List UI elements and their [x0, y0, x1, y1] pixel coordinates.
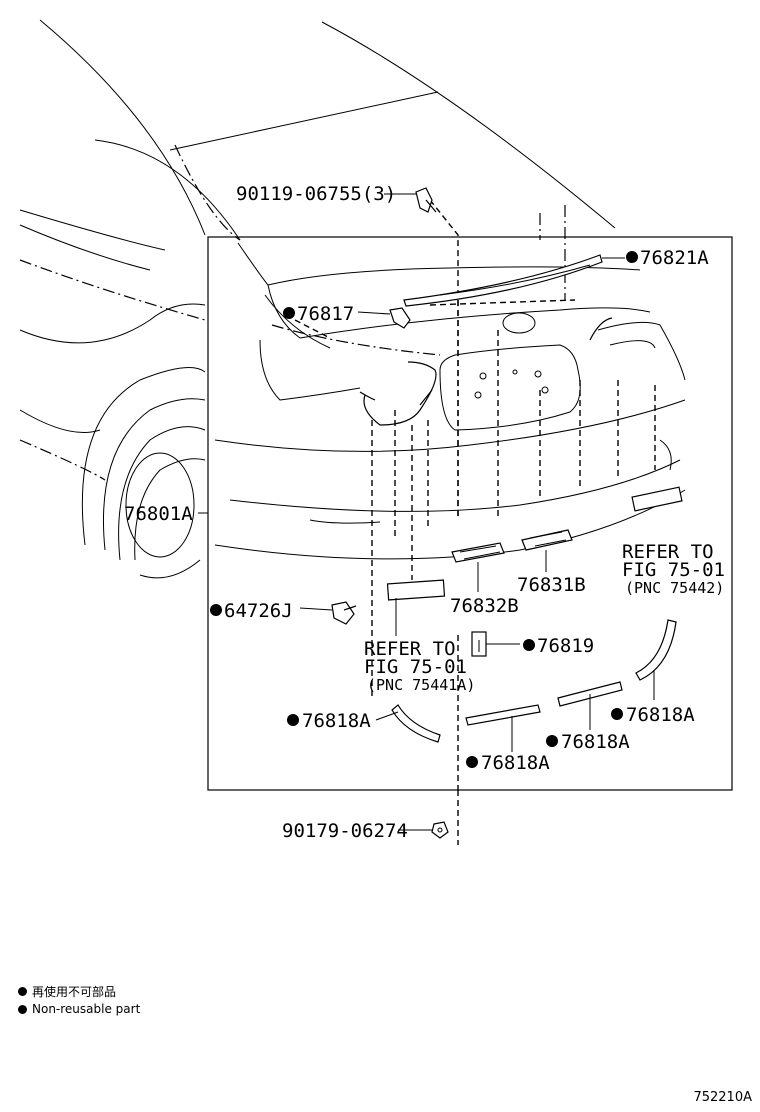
label-76831B: 76831B: [517, 574, 586, 596]
label-76832B: 76832B: [450, 595, 519, 617]
label-76817: 76817: [297, 303, 354, 325]
bracket-76832B-part: [451, 542, 505, 563]
ref-left-line1: REFER TO: [364, 638, 456, 660]
ref-left-line2: FIG 75-01: [364, 656, 467, 678]
clip-76817-part: [389, 307, 411, 329]
label-76818A-mid: 76818A: [561, 731, 630, 753]
ref-right-line2: FIG 75-01: [622, 559, 725, 581]
legend-dot-icon: [18, 986, 27, 996]
moulding-76818A-side-part: [635, 619, 677, 681]
bolt-90119-icon: [415, 187, 437, 213]
legend-row-en: Non-reusable part: [18, 1000, 140, 1018]
plate-76819-part: [471, 631, 487, 657]
screw-guide-line: [429, 199, 459, 520]
ref-left-line3: (PNC 75441A): [367, 676, 475, 694]
reflector-left-part: [386, 579, 446, 601]
assembly-guide-lines: [294, 299, 656, 790]
car-body-outline: [19, 19, 616, 579]
ref-right-line1: REFER TO: [622, 541, 714, 563]
garnish-76821A-part: [403, 254, 603, 307]
legend: 再使用不可部品 Non-reusable part: [18, 982, 140, 1018]
moulding-76818A-center-part: [465, 704, 541, 726]
label-90119-06755: 90119-06755(3): [236, 183, 396, 205]
reflector-right-part: [631, 486, 683, 512]
label-64726J: 64726J: [224, 600, 293, 622]
label-76821A: 76821A: [640, 247, 709, 269]
clip-64726J-part: [331, 601, 357, 625]
moulding-76818A-left-part: [391, 704, 441, 743]
figure-code: 752210A: [693, 1090, 752, 1105]
legend-text-en: Non-reusable part: [32, 1002, 141, 1016]
label-90179-06274: 90179-06274: [282, 820, 408, 842]
legend-text-jp: 再使用不可部品: [32, 984, 117, 999]
legend-dot-icon: [18, 1004, 27, 1014]
label-76818A-right: 76818A: [626, 704, 695, 726]
label-76818A-left: 76818A: [302, 710, 371, 732]
nut-90179-icon: [431, 821, 449, 839]
non-reusable-markers: [210, 251, 638, 768]
legend-row-jp: 再使用不可部品: [18, 982, 140, 1000]
bracket-76831B-part: [521, 529, 573, 551]
label-76818A-bottom: 76818A: [481, 752, 550, 774]
ref-right-line3: (PNC 75442): [625, 579, 724, 597]
label-76801A: 76801A: [124, 503, 193, 525]
trunk-lid-outline: [214, 205, 686, 560]
leader-lines: [198, 193, 655, 831]
label-76819: 76819: [537, 635, 594, 657]
